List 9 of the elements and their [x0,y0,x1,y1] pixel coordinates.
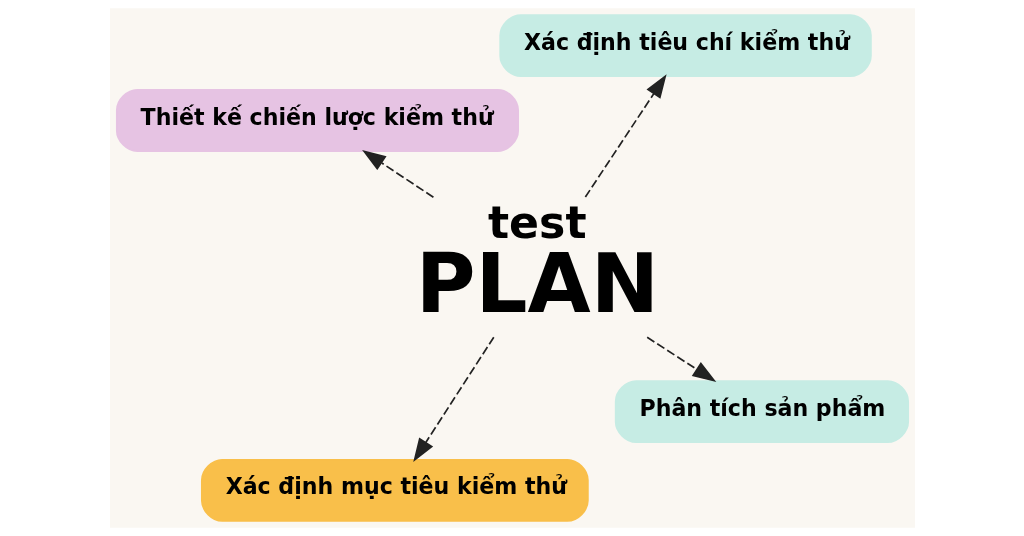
node-box: Xác định tiêu chí kiểm thử [498,14,872,78]
node-box: Thiết kế chiến lược kiểm thử [115,88,519,152]
arrow [361,150,434,199]
node-text: test PLAN [415,196,659,332]
node-box: Phân tích sản phẩm [614,380,909,444]
arrow [412,336,495,462]
arrow [645,336,716,383]
arrow [584,74,667,198]
node-box: Xác định mục tiêu kiểm thử [200,458,589,522]
